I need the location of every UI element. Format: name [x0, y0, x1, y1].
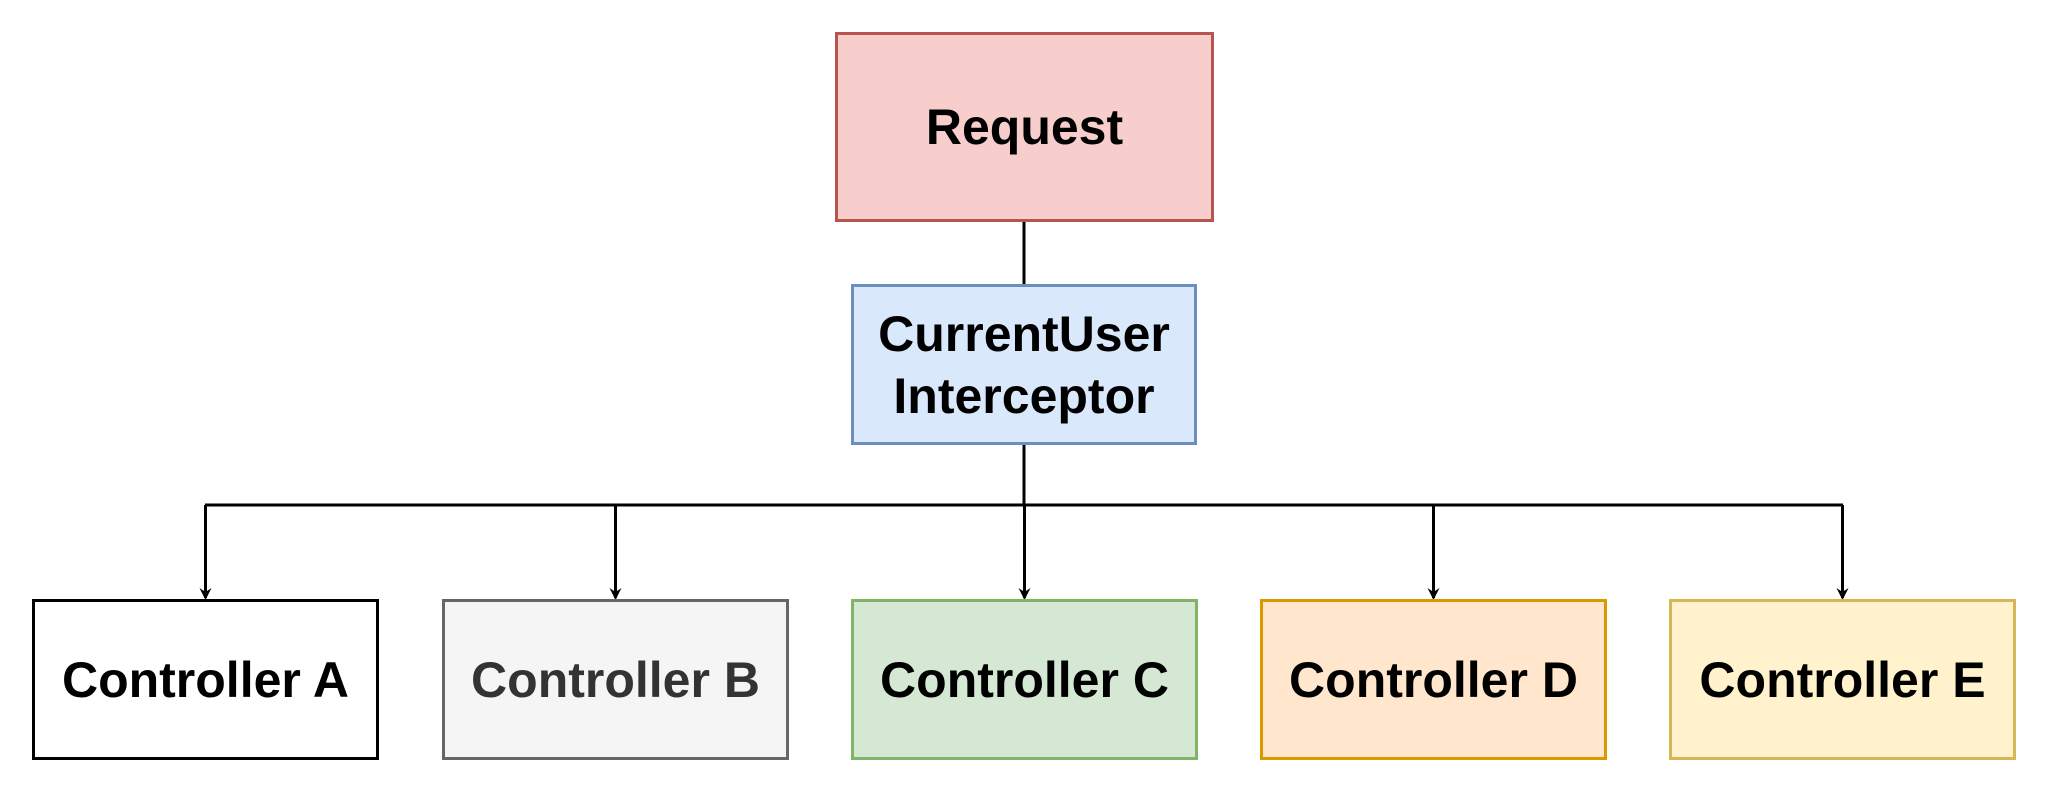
- currentuser-interceptor-node: CurrentUser Interceptor: [851, 284, 1197, 445]
- controller-d-node: Controller D: [1260, 599, 1607, 760]
- controller-a-node: Controller A: [32, 599, 379, 760]
- controller-c-label: Controller C: [880, 651, 1169, 708]
- controller-d-label: Controller D: [1289, 651, 1578, 708]
- controller-a-label: Controller A: [61, 651, 350, 708]
- controller-e-node: Controller E: [1669, 599, 2016, 760]
- controller-e-label: Controller E: [1699, 651, 1986, 708]
- interceptor-label: CurrentUser Interceptor: [878, 305, 1170, 424]
- controller-b-node: Controller B: [442, 599, 789, 760]
- request-node: Request: [835, 32, 1214, 222]
- request-label: Request: [925, 99, 1124, 155]
- controller-c-node: Controller C: [851, 599, 1198, 760]
- controller-b-label: Controller B: [471, 651, 760, 708]
